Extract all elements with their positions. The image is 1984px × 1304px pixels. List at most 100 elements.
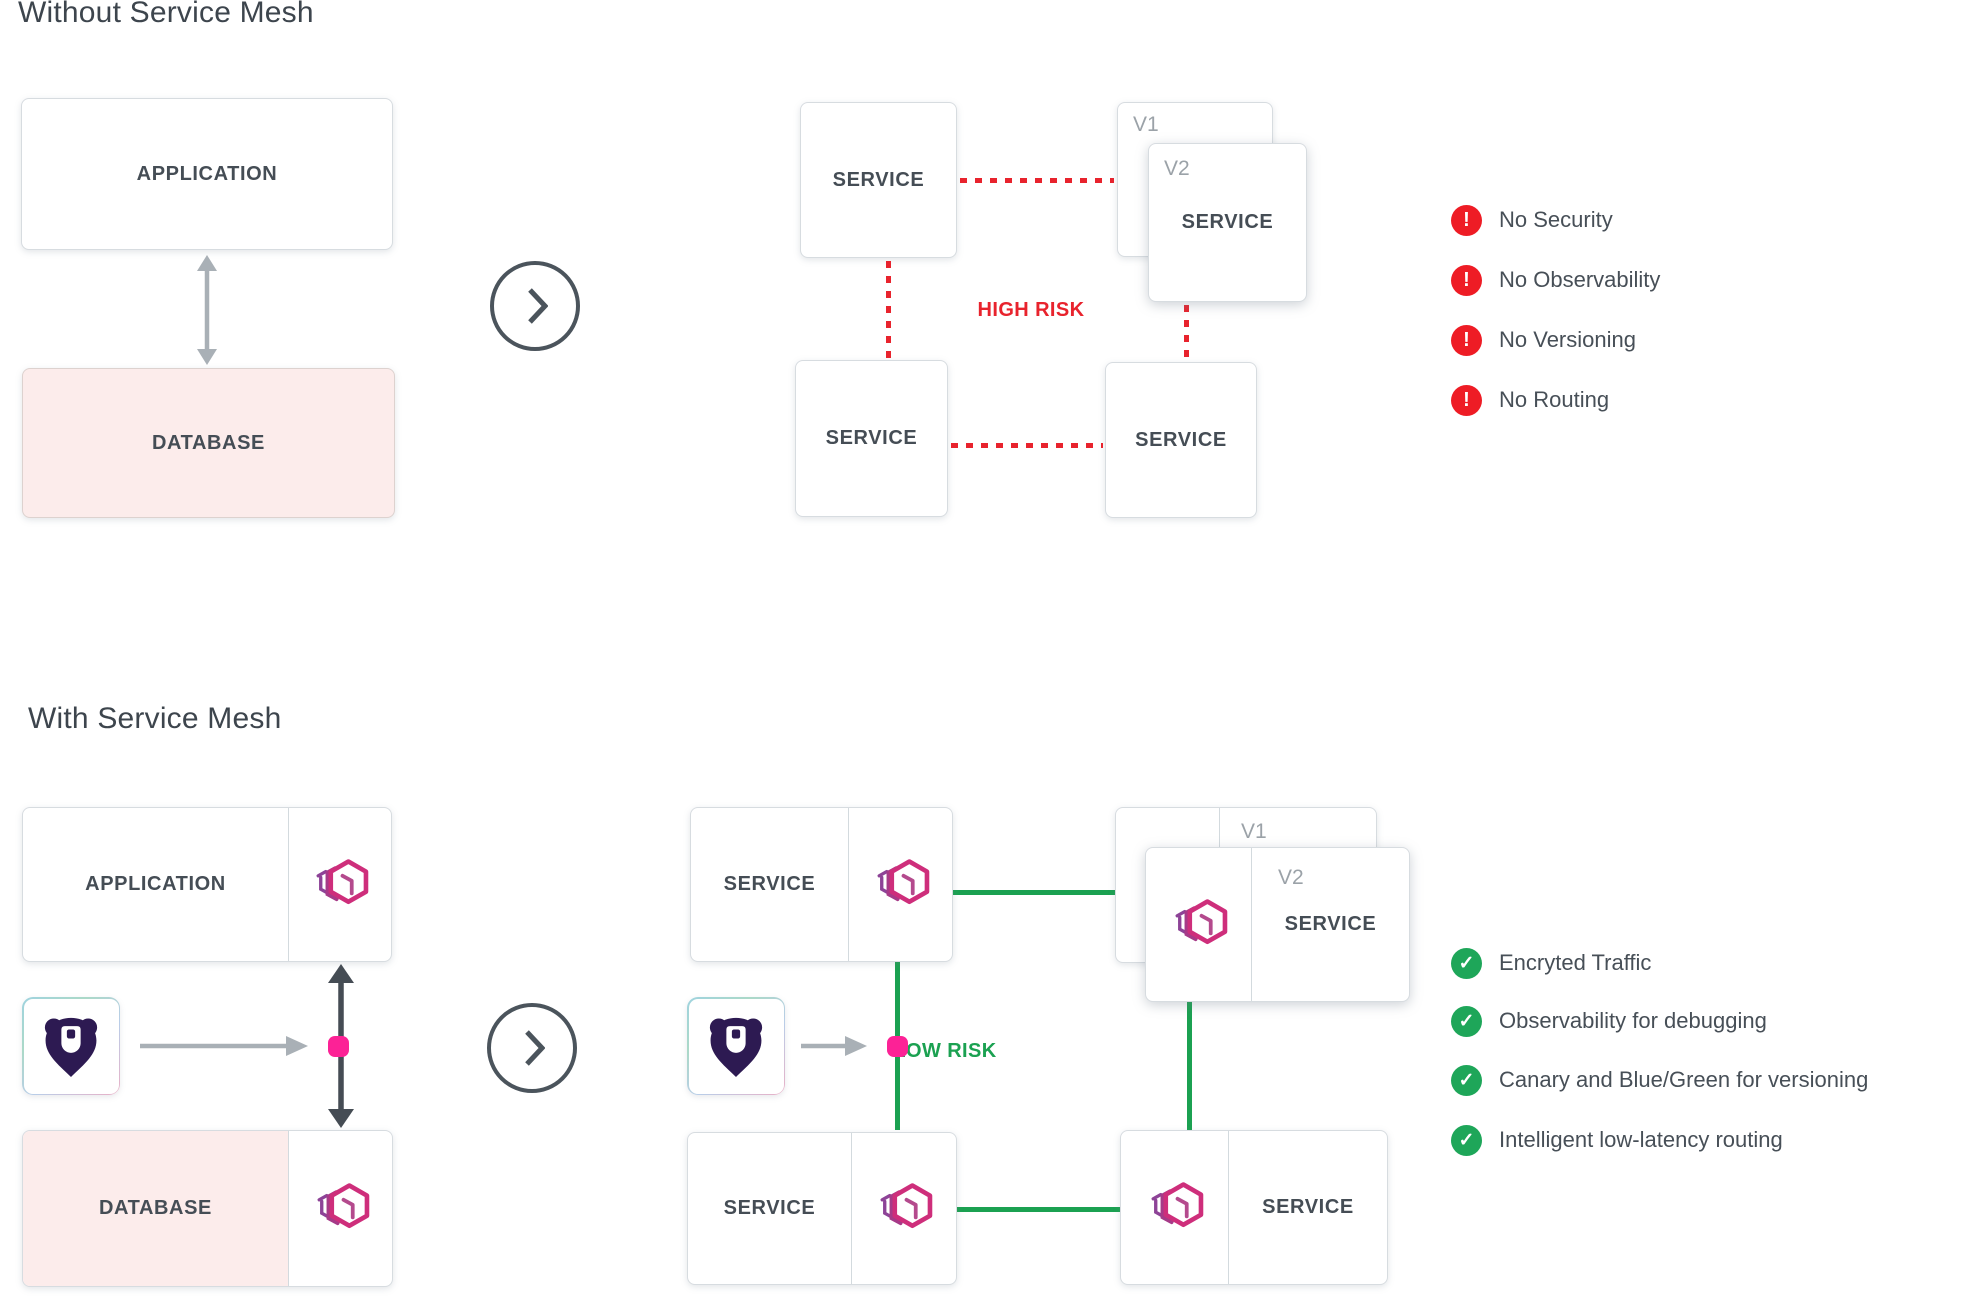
insecure-connection-line	[951, 443, 1103, 448]
transition-circle	[490, 261, 580, 351]
transition-circle	[487, 1003, 577, 1093]
database-pane: DATABASE	[23, 1131, 288, 1286]
check-icon: ✓	[1451, 947, 1482, 979]
v2-label: V2	[1278, 866, 1304, 889]
benefit-text: Canary and Blue/Green for versioning	[1499, 1067, 1869, 1092]
secure-connection-line	[953, 890, 1115, 895]
secure-connection-line	[1187, 1002, 1192, 1130]
database-label: DATABASE	[152, 431, 265, 454]
check-icon: ✓	[1451, 1005, 1482, 1037]
v1-label: V1	[1241, 820, 1267, 843]
pane-divider	[848, 808, 849, 961]
list-item: ! No Versioning	[1451, 324, 1636, 356]
service-v2-box: V2 SERVICE	[1148, 143, 1307, 302]
list-item: ! No Security	[1451, 204, 1613, 236]
sidecar-pane	[289, 1131, 392, 1286]
application-label: APPLICATION	[136, 162, 278, 185]
sidecar-pane	[852, 1133, 956, 1284]
kuma-logo-frame	[23, 998, 119, 1094]
benefit-text: Intelligent low-latency routing	[1499, 1127, 1783, 1152]
error-icon: !	[1451, 384, 1482, 416]
service-label: SERVICE	[723, 1197, 816, 1219]
issue-text: No Versioning	[1499, 327, 1636, 352]
low-risk-label: LOW RISK	[893, 1040, 997, 1062]
pane-divider	[1228, 1131, 1229, 1284]
mesh-sidecar-icon	[873, 1183, 935, 1235]
insecure-connection-line	[886, 261, 891, 358]
service-pane: SERVICE	[1229, 1131, 1387, 1284]
section-title-without-mesh: Without Service Mesh	[18, 0, 314, 29]
service-v2-mesh-box: V2 SERVICE	[1145, 847, 1410, 1002]
list-item: ! No Observability	[1451, 264, 1660, 296]
high-risk-label: HIGH RISK	[977, 299, 1085, 321]
mesh-traffic-dot	[887, 1036, 908, 1057]
sidecar-pane	[1121, 1131, 1228, 1284]
kuma-logo-frame	[688, 998, 784, 1094]
insecure-connection-line	[960, 178, 1114, 183]
pane-divider	[288, 1131, 289, 1286]
sidecar-pane	[289, 808, 391, 961]
error-icon: !	[1451, 204, 1482, 236]
issue-text: No Routing	[1499, 387, 1610, 412]
service-box: SERVICE	[795, 360, 948, 517]
mesh-traffic-dot	[328, 1036, 349, 1057]
control-plane-arrow-icon	[801, 1036, 867, 1056]
kuma-logo-box	[687, 997, 785, 1095]
service-mesh-box: SERVICE	[1120, 1130, 1388, 1285]
sidecar-pane	[1146, 848, 1251, 1001]
mesh-sidecar-icon	[310, 1183, 372, 1235]
issue-text: No Security	[1499, 207, 1613, 232]
v2-label: V2	[1164, 157, 1190, 180]
application-box: APPLICATION	[21, 98, 393, 250]
list-item: ✓ Observability for debugging	[1451, 1005, 1767, 1037]
list-item: ! No Routing	[1451, 384, 1609, 416]
service-mesh-box: SERVICE	[687, 1132, 957, 1285]
benefit-text: Encryted Traffic	[1499, 950, 1652, 975]
kuma-bear-icon	[38, 1013, 104, 1079]
service-label: SERVICE	[1284, 913, 1377, 935]
error-icon: !	[1451, 324, 1482, 356]
service-pane: SERVICE	[688, 1133, 851, 1284]
kuma-bear-icon	[703, 1013, 769, 1079]
secure-connection-line	[957, 1207, 1120, 1212]
benefit-text: Observability for debugging	[1499, 1008, 1767, 1033]
error-icon: !	[1451, 264, 1482, 296]
mesh-sidecar-icon	[1144, 1182, 1206, 1234]
mesh-sidecar-icon	[870, 859, 932, 911]
service-label: SERVICE	[723, 873, 816, 895]
right-chevron-icon	[528, 288, 548, 324]
database-box: DATABASE	[22, 368, 395, 518]
control-plane-arrow-icon	[140, 1036, 308, 1056]
kuma-logo-box	[22, 997, 120, 1095]
right-chevron-icon	[525, 1030, 545, 1066]
service-label: SERVICE	[825, 427, 918, 449]
check-icon: ✓	[1451, 1064, 1482, 1096]
service-label: SERVICE	[832, 168, 925, 191]
v1-label: V1	[1133, 113, 1159, 136]
list-item: ✓ Encryted Traffic	[1451, 947, 1651, 979]
service-label: SERVICE	[1181, 211, 1274, 233]
mesh-sidecar-icon	[1168, 899, 1230, 951]
mesh-sidecar-icon	[309, 859, 371, 911]
application-mesh-box: APPLICATION	[22, 807, 392, 962]
service-box: SERVICE	[1105, 362, 1257, 518]
list-item: ✓ Canary and Blue/Green for versioning	[1451, 1064, 1868, 1096]
pane-divider	[851, 1133, 852, 1284]
list-item: ✓ Intelligent low-latency routing	[1451, 1124, 1783, 1156]
pane-divider	[1251, 848, 1252, 1001]
service-label: SERVICE	[1135, 428, 1227, 451]
bidirectional-arrow-icon	[197, 255, 217, 365]
service-mesh-box: SERVICE	[690, 807, 953, 962]
service-label: SERVICE	[1262, 1196, 1354, 1218]
section-title-with-mesh: With Service Mesh	[28, 702, 282, 735]
application-pane: APPLICATION	[23, 808, 288, 961]
sidecar-pane	[849, 808, 952, 961]
pane-divider	[288, 808, 289, 961]
service-pane: SERVICE	[691, 808, 848, 961]
issue-text: No Observability	[1499, 267, 1661, 292]
database-mesh-box: DATABASE	[22, 1130, 393, 1287]
service-pane: V2 SERVICE	[1252, 848, 1409, 1001]
application-label: APPLICATION	[85, 873, 226, 895]
check-icon: ✓	[1451, 1124, 1482, 1156]
